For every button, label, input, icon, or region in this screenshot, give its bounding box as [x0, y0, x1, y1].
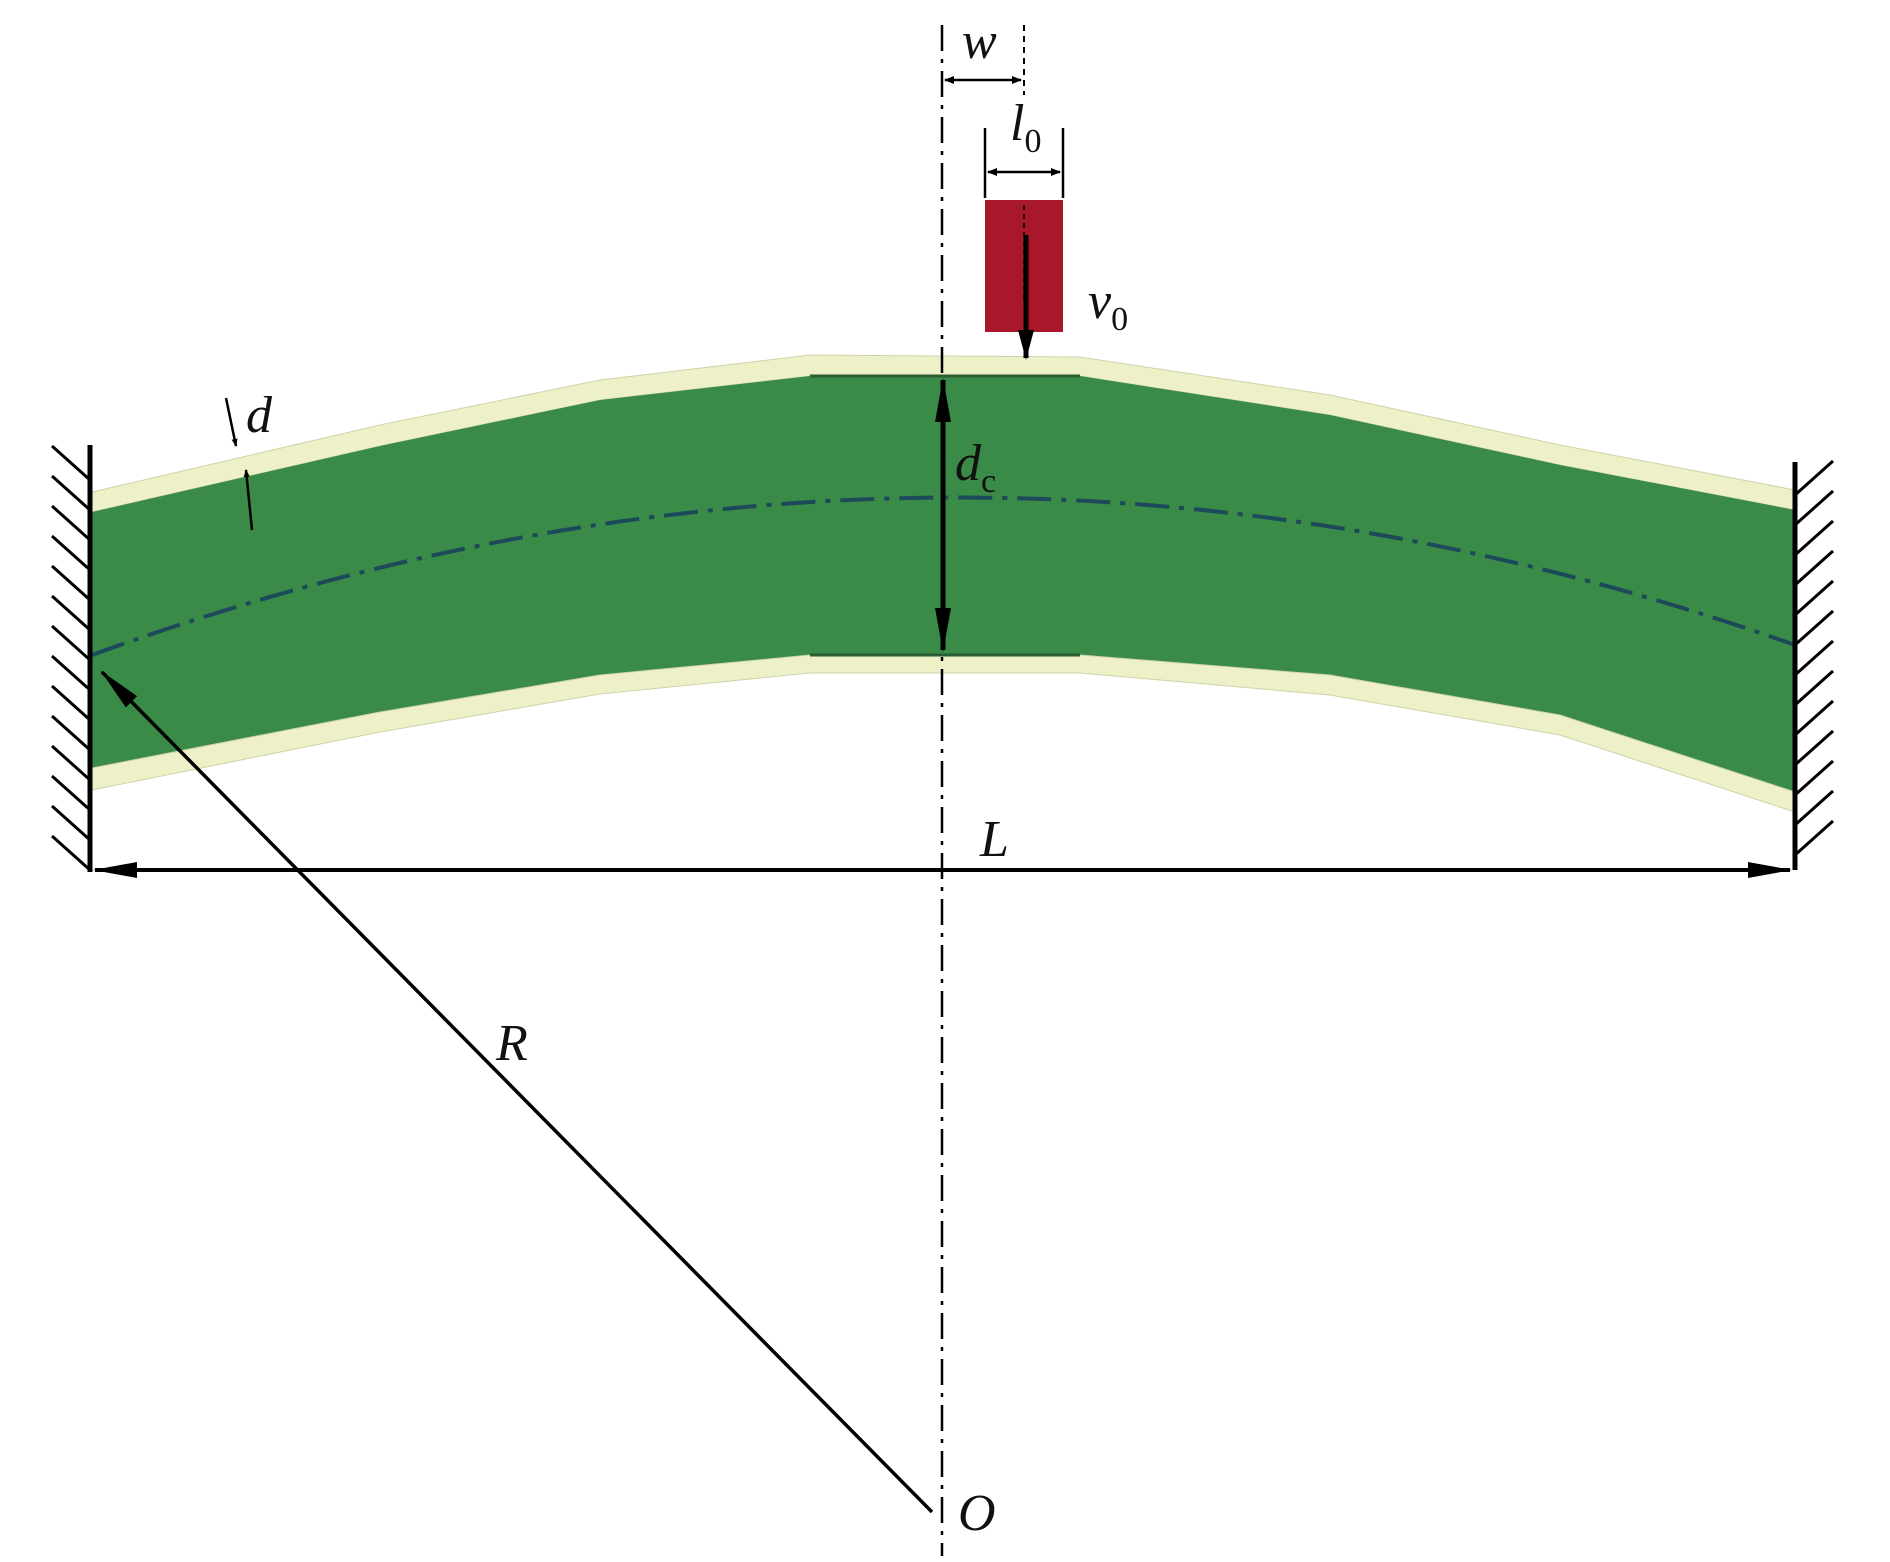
- support-hatch-line: [50, 804, 92, 842]
- support-hatch-line: [50, 474, 92, 512]
- support-hatch-line: [50, 654, 92, 692]
- label-L: L: [979, 811, 1009, 868]
- support-hatch-line: [1793, 729, 1835, 767]
- support-hatch-line: [50, 744, 92, 782]
- d-arrow-upper: [224, 397, 238, 447]
- support-hatch-line: [1793, 669, 1835, 707]
- support-hatch-line: [50, 534, 92, 572]
- label-O: O: [958, 1485, 996, 1542]
- radius-line: [100, 670, 934, 1514]
- support-hatch-line: [1793, 699, 1835, 737]
- support-hatch-line: [1793, 459, 1835, 497]
- label-l0: l0: [1010, 95, 1041, 160]
- support-hatch-line: [50, 564, 92, 602]
- support-hatch-line: [1793, 549, 1835, 587]
- d-arrow-lower: [243, 469, 254, 531]
- support-hatch-line: [1793, 819, 1835, 857]
- support-hatch-line: [50, 714, 92, 752]
- support-hatch-line: [1793, 789, 1835, 827]
- support-hatch-line: [1793, 759, 1835, 797]
- label-d: d: [246, 387, 273, 444]
- label-v0: v0: [1088, 273, 1128, 338]
- support-hatch-line: [1793, 489, 1835, 527]
- support-hatch-line: [50, 504, 92, 542]
- label-R: R: [495, 1015, 528, 1072]
- support-hatch-line: [50, 774, 92, 812]
- support-hatch-line: [1793, 519, 1835, 557]
- support-hatch-line: [1793, 639, 1835, 677]
- support-hatch-line: [50, 444, 92, 482]
- label-w: w: [962, 13, 997, 70]
- support-hatch-line: [1793, 579, 1835, 617]
- right-clamped-support: [1792, 459, 1835, 870]
- left-clamped-support: [50, 444, 93, 872]
- support-hatch-line: [50, 624, 92, 662]
- support-hatch-line: [50, 594, 92, 632]
- support-hatch-line: [50, 834, 92, 872]
- support-hatch-line: [1793, 609, 1835, 647]
- label-dc: dc: [955, 435, 996, 500]
- support-hatch-line: [50, 684, 92, 722]
